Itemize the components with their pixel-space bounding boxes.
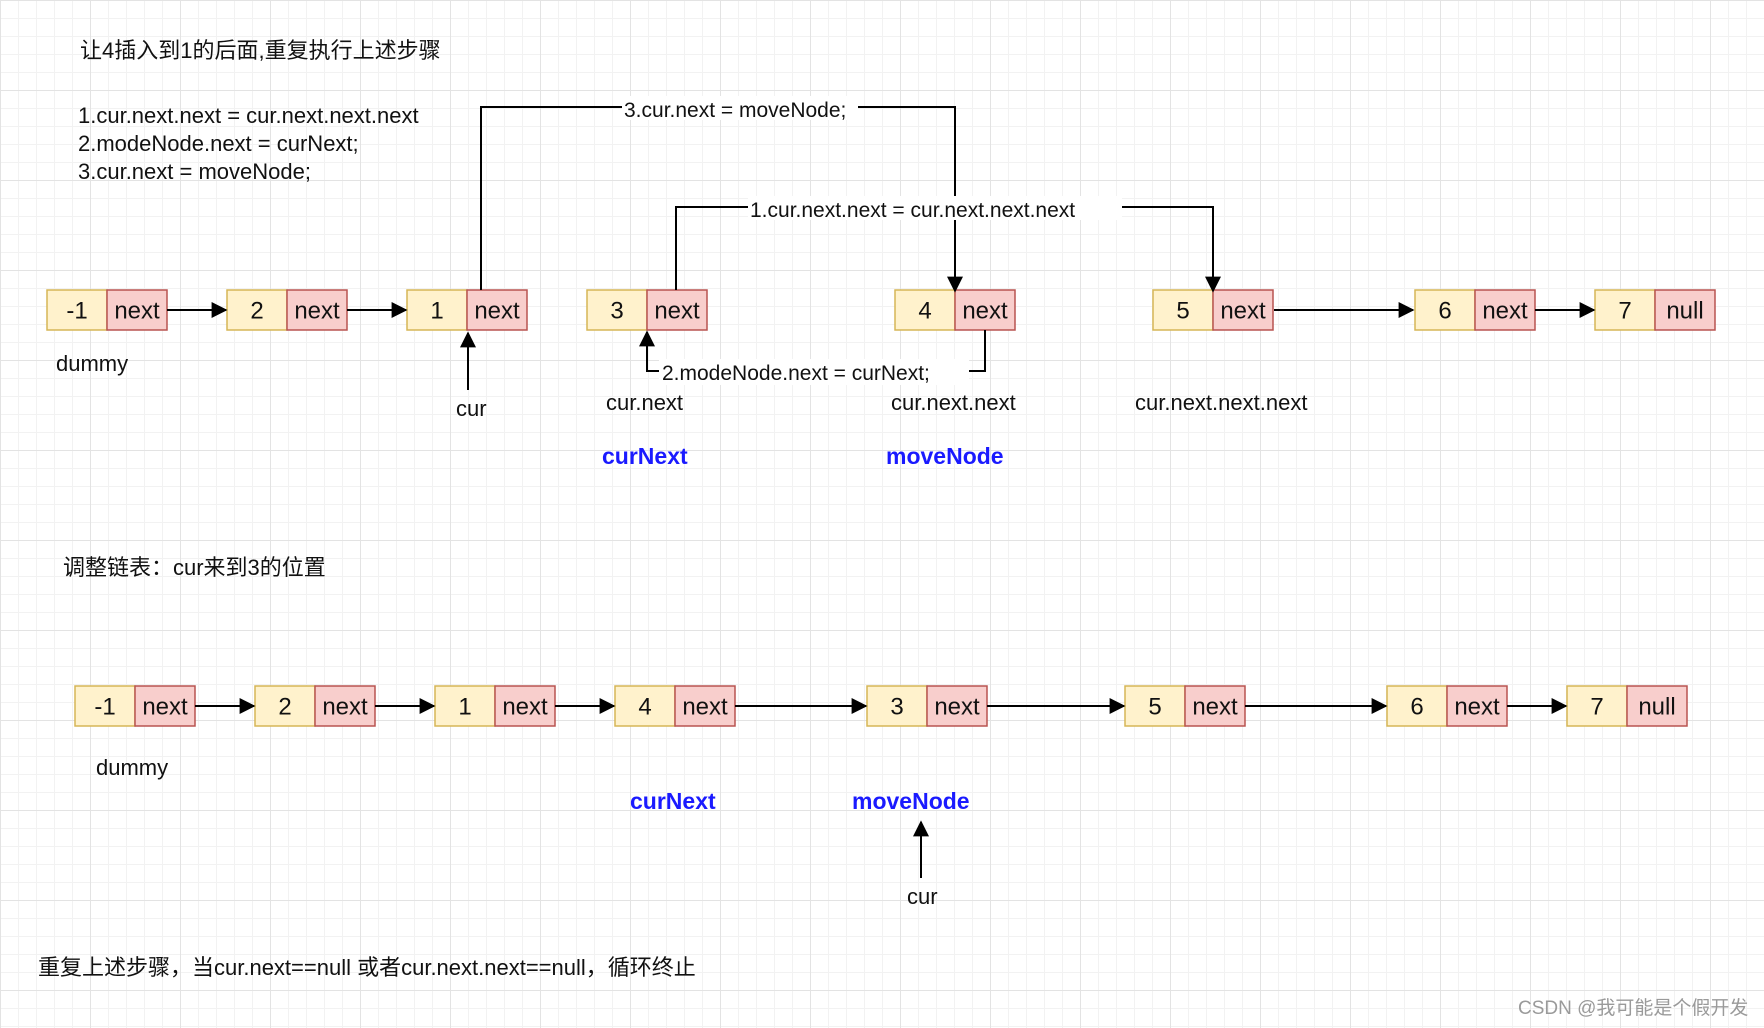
top-node-5-value-cell [894, 289, 956, 331]
top-title: 让4插入到1的后面,重复执行上述步骤 [80, 38, 441, 63]
bottom-node-4: 4 next [614, 685, 736, 727]
label-cur-next: cur.next [606, 390, 683, 415]
step2-label: 2.modeNode.next = curNext; [662, 362, 930, 385]
label-cur-next-next-next: cur.next.next.next [1135, 390, 1307, 415]
top-node-7-value-cell [1414, 289, 1476, 331]
top-node-3-pointer: next [474, 298, 520, 325]
step-line-1: 1.cur.next.next = cur.next.next.next [78, 103, 419, 128]
bottom-node-6-value-cell [1124, 685, 1186, 727]
bottom-curnext-var: curNext [630, 788, 716, 814]
bottom-node-1-pointer-cell [134, 685, 196, 727]
top-node-4-value: 3 [610, 298, 623, 325]
bottom-node-7: 6 next [1386, 685, 1508, 727]
bottom-node-1: -1 next [74, 685, 196, 727]
top-node-8: 7 null [1594, 289, 1716, 331]
top-node-7-pointer-cell [1474, 289, 1536, 331]
top-node-7-value: 6 [1438, 298, 1451, 325]
step1-label: 1.cur.next.next = cur.next.next.next [750, 199, 1075, 222]
top-node-8-pointer-cell [1654, 289, 1716, 331]
top-node-2-value-cell [226, 289, 288, 331]
bottom-dummy-label: dummy [96, 755, 168, 780]
top-node-7: 6 next [1414, 289, 1536, 331]
bottom-node-6-value: 5 [1148, 694, 1161, 721]
top-node-2: 2 next [226, 289, 348, 331]
bottom-node-8-value: 7 [1590, 694, 1603, 721]
label-cur-next-next: cur.next.next [891, 390, 1016, 415]
top-node-1-value-cell [46, 289, 108, 331]
bottom-node-1-pointer: next [142, 694, 188, 721]
bottom-text: 重复上述步骤，当cur.next==null 或者cur.next.next==… [38, 955, 696, 980]
step3-label: 3.cur.next = moveNode; [624, 99, 846, 122]
top-curnext-var: curNext [602, 443, 688, 469]
top-movenode-var: moveNode [886, 443, 1004, 469]
top-node-2-value: 2 [250, 298, 263, 325]
bottom-node-4-pointer: next [682, 694, 728, 721]
bottom-node-7-value: 6 [1410, 694, 1423, 721]
bottom-node-3-value-cell [434, 685, 496, 727]
bottom-node-2: 2 next [254, 685, 376, 727]
top-linked-list: -1 next 2 next 1 next 3 next 4 next 5 next 6 next 7 nul… [46, 289, 1716, 331]
bottom-node-5-value: 3 [890, 694, 903, 721]
bottom-cur-label: cur [907, 884, 938, 909]
top-dummy-label: dummy [56, 351, 128, 376]
bottom-node-5-pointer-cell [926, 685, 988, 727]
bottom-movenode-var: moveNode [852, 788, 970, 814]
top-node-6-pointer-cell [1212, 289, 1274, 331]
top-node-5: 4 next [894, 289, 1016, 331]
top-node-4-pointer: next [654, 298, 700, 325]
top-cur-label: cur [456, 396, 487, 421]
top-node-3: 1 next [406, 289, 528, 331]
bottom-node-2-value: 2 [278, 694, 291, 721]
bottom-node-6: 5 next [1124, 685, 1246, 727]
bottom-node-8-pointer-cell [1626, 685, 1688, 727]
top-node-4-value-cell [586, 289, 648, 331]
top-node-6-pointer: next [1220, 298, 1266, 325]
top-node-5-pointer-cell [954, 289, 1016, 331]
bottom-node-6-pointer: next [1192, 694, 1238, 721]
step-line-3: 3.cur.next = moveNode; [78, 159, 311, 184]
bottom-node-8: 7 null [1566, 685, 1688, 727]
bottom-node-2-pointer: next [322, 694, 368, 721]
top-node-3-value-cell [406, 289, 468, 331]
bottom-node-1-value: -1 [94, 694, 115, 721]
top-node-2-pointer: next [294, 298, 340, 325]
top-node-4-pointer-cell [646, 289, 708, 331]
top-node-3-value: 1 [430, 298, 443, 325]
bottom-node-5-value-cell [866, 685, 928, 727]
bottom-node-5-pointer: next [934, 694, 980, 721]
top-node-8-value: 7 [1618, 298, 1631, 325]
top-node-3-pointer-cell [466, 289, 528, 331]
bottom-node-5: 3 next [866, 685, 988, 727]
bottom-node-3-pointer: next [502, 694, 548, 721]
top-node-1: -1 next [46, 289, 168, 331]
bottom-node-3: 1 next [434, 685, 556, 727]
bottom-linked-list: -1 next 2 next 1 next 4 next 3 next 5 next 6 next 7 nul… [74, 685, 1688, 727]
top-node-8-pointer: null [1666, 298, 1703, 325]
bottom-node-8-pointer: null [1638, 694, 1675, 721]
top-node-1-pointer: next [114, 298, 160, 325]
top-node-6: 5 next [1152, 289, 1274, 331]
step-line-2: 2.modeNode.next = curNext; [78, 131, 359, 156]
bottom-node-3-value: 1 [458, 694, 471, 721]
top-node-6-value: 5 [1176, 298, 1189, 325]
top-node-5-value: 4 [918, 298, 931, 325]
watermark: CSDN @我可能是个假开发 [1518, 997, 1748, 1019]
bottom-node-7-pointer: next [1454, 694, 1500, 721]
top-node-7-pointer: next [1482, 298, 1528, 325]
bottom-node-3-pointer-cell [494, 685, 556, 727]
top-node-4: 3 next [586, 289, 708, 331]
bottom-node-4-value: 4 [638, 694, 651, 721]
middle-title: 调整链表：cur来到3的位置 [63, 555, 326, 580]
top-node-1-value: -1 [66, 298, 87, 325]
top-node-1-pointer-cell [106, 289, 168, 331]
top-node-5-pointer: next [962, 298, 1008, 325]
bottom-node-4-pointer-cell [674, 685, 736, 727]
